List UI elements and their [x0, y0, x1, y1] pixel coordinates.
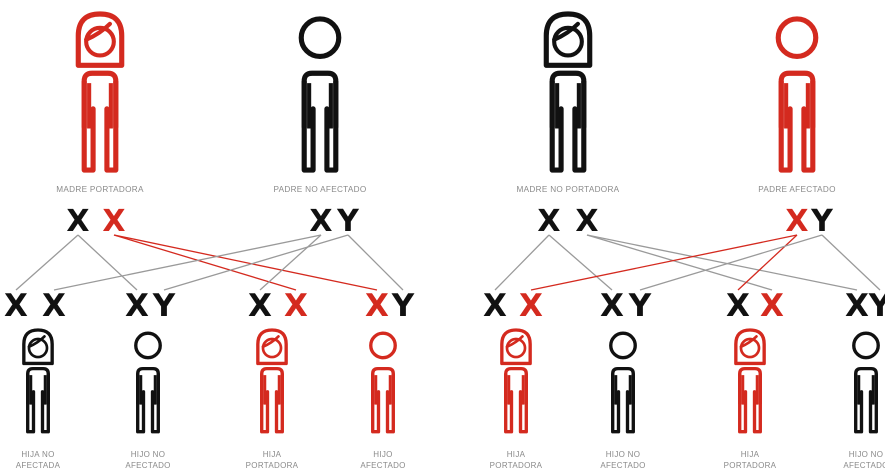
inheritance-line-right: [737, 234, 798, 291]
right-child-3-allele-1: Y: [868, 288, 885, 324]
left-child-1-male-icon: [134, 331, 162, 434]
inheritance-line-right: [821, 234, 881, 291]
left-child-3-male-icon: [369, 331, 397, 434]
left-child-3-label-line1: HIJO: [373, 450, 392, 459]
left-child-0-allele-0: X: [4, 288, 28, 324]
right-child-3-allele-0: X: [845, 288, 869, 324]
left-child-1-allele-0: X: [125, 288, 149, 324]
left-parent-0-allele-1: X: [102, 204, 125, 239]
right-child-1-label-line2: AFECTADO: [600, 461, 645, 470]
left-child-1-label-line1: HIJO NO: [131, 450, 166, 459]
right-child-0-label-line2: PORTADORA: [490, 461, 543, 470]
inheritance-line-left: [113, 234, 297, 291]
right-child-2-allele-0: X: [726, 288, 750, 324]
left-parent-1-allele-1: Y: [336, 204, 360, 239]
inheritance-line-right: [530, 234, 798, 291]
left-child-2-allele-1: X: [284, 288, 308, 324]
left-child-1-label-line2: AFECTADO: [125, 461, 170, 470]
left-parent-1-male-icon: [298, 16, 342, 173]
figures: [22, 11, 880, 434]
right-child-1-label-line1: HIJO NO: [606, 450, 641, 459]
left-child-3-allele-0: X: [365, 288, 389, 324]
left-child-2-female-icon: [256, 328, 288, 434]
right-child-3-male-icon: [852, 331, 880, 434]
right-parent-0-label: MADRE NO PORTADORA: [517, 185, 620, 194]
right-child-3-label-line2: AFECTADO: [843, 461, 885, 470]
right-parent-0-female-icon: [543, 11, 593, 173]
inheritance-lines: [15, 234, 881, 291]
right-child-1-allele-0: X: [600, 288, 624, 324]
left-parent-0-label: MADRE PORTADORA: [56, 185, 144, 194]
left-child-0-female-icon: [22, 328, 54, 434]
right-parent-1-label: PADRE AFECTADO: [758, 185, 836, 194]
left-child-2-allele-0: X: [248, 288, 272, 324]
inheritance-line-left: [259, 234, 322, 291]
left-child-1-allele-1: Y: [152, 288, 176, 324]
inheritance-line-left: [15, 234, 79, 291]
left-child-2-label-line2: PORTADORA: [246, 461, 299, 470]
right-child-2-allele-1: X: [760, 288, 784, 324]
right-parent-1-allele-0: X: [785, 204, 808, 239]
right-parent-1-allele-1: Y: [810, 204, 834, 239]
right-child-0-label-line1: HIJA: [507, 450, 526, 459]
right-child-3-label-line1: HIJO NO: [849, 450, 884, 459]
right-parent-1-male-icon: [775, 16, 819, 173]
inheritance-line-left: [163, 234, 349, 291]
left-child-3-label-line2: AFECTADO: [360, 461, 405, 470]
inheritance-line-right: [548, 234, 613, 291]
inheritance-line-left: [77, 234, 138, 291]
left-parent-0-allele-0: X: [66, 204, 89, 239]
right-child-0-female-icon: [500, 328, 532, 434]
right-child-1-allele-1: Y: [628, 288, 652, 324]
right-parent-0-allele-1: X: [575, 204, 598, 239]
left-child-3-allele-1: Y: [391, 288, 415, 324]
right-child-2-label-line2: PORTADORA: [724, 461, 777, 470]
right-child-0-allele-1: X: [519, 288, 543, 324]
right-parent-0-allele-0: X: [537, 204, 560, 239]
left-parent-1-allele-0: X: [309, 204, 332, 239]
inheritance-line-left: [53, 234, 322, 291]
inheritance-line-right: [586, 234, 773, 291]
right-child-1-male-icon: [609, 331, 637, 434]
inheritance-line-left: [113, 234, 378, 291]
left-parent-1-label: PADRE NO AFECTADO: [273, 185, 366, 194]
inheritance-line-right: [494, 234, 550, 291]
inheritance-line-right: [586, 234, 858, 291]
left-child-2-label-line1: HIJA: [263, 450, 282, 459]
left-parent-0-female-icon: [75, 11, 125, 173]
left-child-0-label-line1: HIJA NO: [21, 450, 54, 459]
right-child-2-label-line1: HIJA: [741, 450, 760, 459]
inheritance-line-left: [347, 234, 404, 291]
inheritance-line-right: [639, 234, 823, 291]
left-child-0-allele-1: X: [42, 288, 66, 324]
left-child-0-label-line2: AFECTADA: [16, 461, 61, 470]
right-child-2-female-icon: [734, 328, 766, 434]
right-child-0-allele-0: X: [483, 288, 507, 324]
